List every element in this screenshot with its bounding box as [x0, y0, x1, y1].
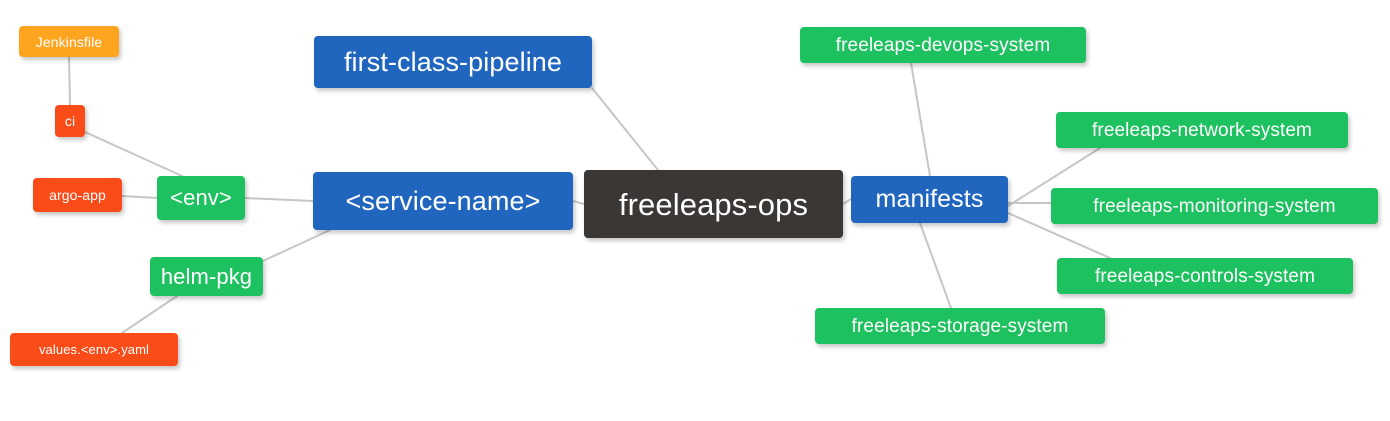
mindmap-node-label: <env>: [170, 185, 232, 210]
mindmap-node-label: freeleaps-network-system: [1092, 119, 1312, 141]
mindmap-node-storage[interactable]: freeleaps-storage-system: [815, 308, 1105, 344]
mindmap-node-controls[interactable]: freeleaps-controls-system: [1057, 258, 1353, 294]
edge-env-to-argoapp: [121, 195, 158, 199]
edge-manifests-to-storage: [919, 222, 952, 309]
edge-root-to-pipeline: [591, 87, 659, 171]
mindmap-node-label: helm-pkg: [160, 263, 253, 289]
edge-service-to-helm: [262, 229, 331, 262]
edge-service-to-env: [244, 197, 314, 202]
mindmap-node-monitoring[interactable]: freeleaps-monitoring-system: [1051, 188, 1378, 224]
edge-ci-to-jenkinsfile: [68, 56, 71, 106]
mindmap-node-env[interactable]: <env>: [157, 176, 245, 220]
mindmap-node-service[interactable]: <service-name>: [313, 172, 573, 230]
mindmap-node-label: freeleaps-controls-system: [1094, 265, 1316, 287]
mindmap-node-manifests[interactable]: manifests: [851, 176, 1008, 223]
edge-helm-to-valuesyaml: [121, 295, 178, 334]
mindmap-node-label: manifests: [875, 185, 984, 213]
mindmap-node-valuesyaml[interactable]: values.<env>.yaml: [10, 333, 178, 366]
mindmap-node-label: values.<env>.yaml: [38, 342, 150, 357]
edge-env-to-ci: [84, 131, 183, 177]
mindmap-node-jenkinsfile[interactable]: Jenkinsfile: [19, 26, 119, 57]
mindmap-node-label: Jenkinsfile: [35, 33, 103, 50]
mindmap-node-helm[interactable]: helm-pkg: [150, 257, 263, 296]
edge-root-to-manifests: [842, 198, 852, 205]
mindmap-node-label: argo-app: [49, 187, 106, 203]
mindmap-node-network[interactable]: freeleaps-network-system: [1056, 112, 1348, 148]
mindmap-node-devops[interactable]: freeleaps-devops-system: [800, 27, 1086, 63]
edge-root-to-service: [572, 200, 585, 205]
mindmap-node-label: freeleaps-storage-system: [851, 315, 1069, 337]
mindmap-node-label: ci: [64, 113, 76, 129]
edge-manifests-to-devops: [910, 62, 931, 177]
mindmap-node-argoapp[interactable]: argo-app: [33, 178, 122, 212]
mindmap-node-ci[interactable]: ci: [55, 105, 85, 137]
mindmap-node-label: freeleaps-devops-system: [835, 34, 1051, 56]
mindmap-node-label: freeleaps-ops: [618, 186, 809, 222]
mindmap-node-label: <service-name>: [345, 185, 541, 216]
mindmap-node-label: freeleaps-monitoring-system: [1093, 195, 1336, 217]
mindmap-node-pipeline[interactable]: first-class-pipeline: [314, 36, 592, 88]
mindmap-node-label: first-class-pipeline: [343, 46, 563, 77]
mindmap-node-root[interactable]: freeleaps-ops: [584, 170, 843, 238]
